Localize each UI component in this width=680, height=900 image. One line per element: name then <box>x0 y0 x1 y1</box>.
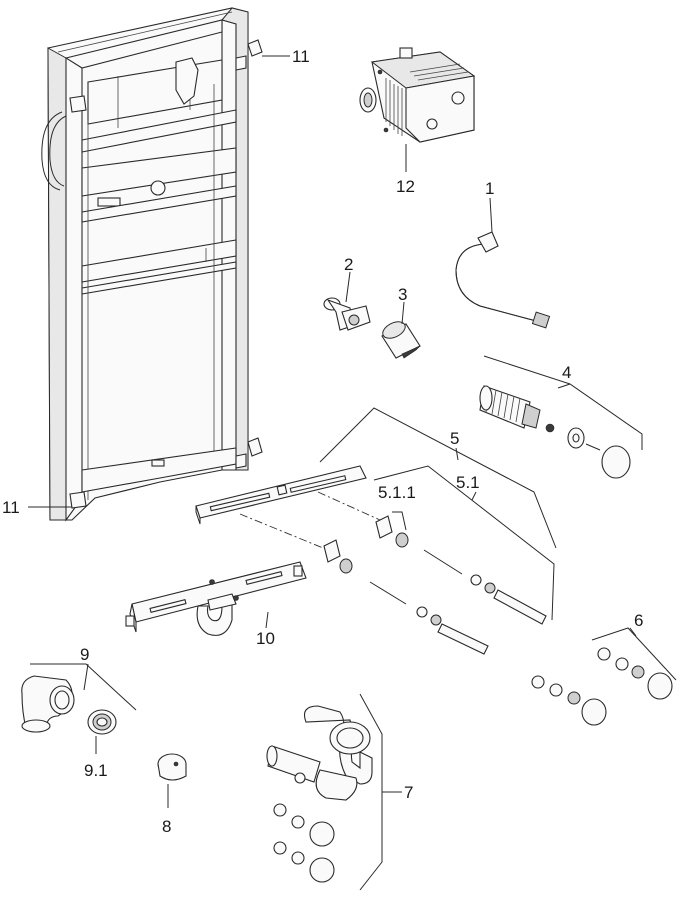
label-9: 9 <box>80 645 89 664</box>
part-3-plug-cylinder <box>381 321 421 359</box>
label-8: 8 <box>162 817 171 836</box>
callout-labels: 11 11 12 1 2 3 4 5 5.1.1 5.1 6 7 8 9 9.1… <box>2 47 643 836</box>
label-5-1-1: 5.1.1 <box>378 483 416 502</box>
label-2: 2 <box>344 255 353 274</box>
part-1-connection-hose <box>455 231 551 329</box>
part-4-threaded-sleeve-set <box>479 385 631 479</box>
label-6: 6 <box>634 611 643 630</box>
label-9-1: 9.1 <box>84 761 108 780</box>
label-11-bottom: 11 <box>2 498 20 517</box>
part-5-1-threaded-rods <box>369 549 547 655</box>
label-5: 5 <box>450 429 459 448</box>
label-11-top: 11 <box>292 47 310 66</box>
part-5-mounting-rail <box>195 465 381 551</box>
part-12-installation-box <box>359 47 476 143</box>
mounting-frame <box>41 7 263 522</box>
part-6-cover-set <box>531 647 673 726</box>
label-7: 7 <box>404 783 413 802</box>
label-3: 3 <box>398 285 407 304</box>
label-1: 1 <box>485 179 494 198</box>
leader-lines <box>28 55 677 891</box>
part-7-siphon-trap <box>266 705 373 883</box>
label-10: 10 <box>256 629 275 648</box>
part-8-cover-cap <box>157 753 187 781</box>
part-9-elbow-pipe <box>21 675 75 733</box>
label-5-1: 5.1 <box>456 473 480 492</box>
label-12: 12 <box>396 177 415 196</box>
label-4: 4 <box>562 363 571 382</box>
part-9-1-threaded-adapter <box>87 709 117 735</box>
part-10-fixing-bracket <box>125 561 307 636</box>
part-2-elbow-fitting <box>323 297 371 331</box>
part-5-1-1-fittings <box>323 515 409 574</box>
